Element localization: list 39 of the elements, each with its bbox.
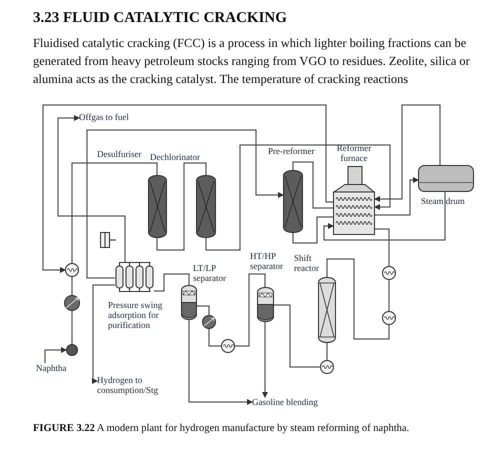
pipe-line <box>234 274 266 346</box>
pipe-line <box>326 258 390 340</box>
body-paragraph: Fluidised catalytic cracking (FCC) is a process in which lighter boiling fractions can be generated from heavy petroleum stocks ranging from VGO to residues. Zeolite, silica or alumina acts as the cracking catalyst. The temperature of cracking reactions <box>33 35 471 88</box>
section-heading: 3.23 FLUID CATALYTIC CRACKING <box>33 10 287 27</box>
stream-label: Hydrogen to consumption/Stg <box>97 375 179 396</box>
pipe-line <box>374 177 419 216</box>
pipe-line <box>374 104 440 202</box>
pipe-line <box>154 274 190 292</box>
pipe-line <box>208 328 222 346</box>
equipment-label: Reformer furnace <box>336 143 372 163</box>
equipment-label: LT/LP separator <box>193 263 227 283</box>
pipe-line <box>58 115 126 262</box>
pipe-line <box>292 162 334 208</box>
stream-label: Naphtha <box>36 363 74 374</box>
pipe-line <box>86 130 284 278</box>
pipe-line <box>196 306 210 316</box>
figure-caption: FIGURE 3.22 A modern plant for hydrogen manufacture by steam reforming of naphtha. <box>33 423 410 434</box>
pipe-line <box>292 216 334 244</box>
pipe-line <box>44 347 67 364</box>
pipe-line <box>206 144 390 250</box>
equipment-label: Pressure swing adsorption for purification <box>108 300 164 330</box>
pipe-line <box>42 104 334 273</box>
pipe-line <box>156 162 206 250</box>
pipe-line <box>262 322 268 398</box>
equipment-label: Dechlorinator <box>150 152 201 162</box>
equipment-label: HT/HP separator <box>250 251 284 271</box>
stream-label: Gasoline blending <box>252 397 328 408</box>
pipe-line <box>72 162 158 264</box>
pipe-line <box>324 192 446 240</box>
pipe-line <box>326 342 328 360</box>
pipe-line <box>274 304 320 368</box>
equipment-label: Steam drum <box>421 196 466 206</box>
pipe-line <box>388 280 390 312</box>
pipe-line <box>92 284 116 384</box>
pipe-line <box>374 228 390 266</box>
stream-label: Offgas to fuel <box>79 112 137 123</box>
equipment-label: Pre-reformer <box>268 146 316 156</box>
pipe-line <box>188 320 253 405</box>
equipment-label: Shift reactor <box>294 253 320 273</box>
